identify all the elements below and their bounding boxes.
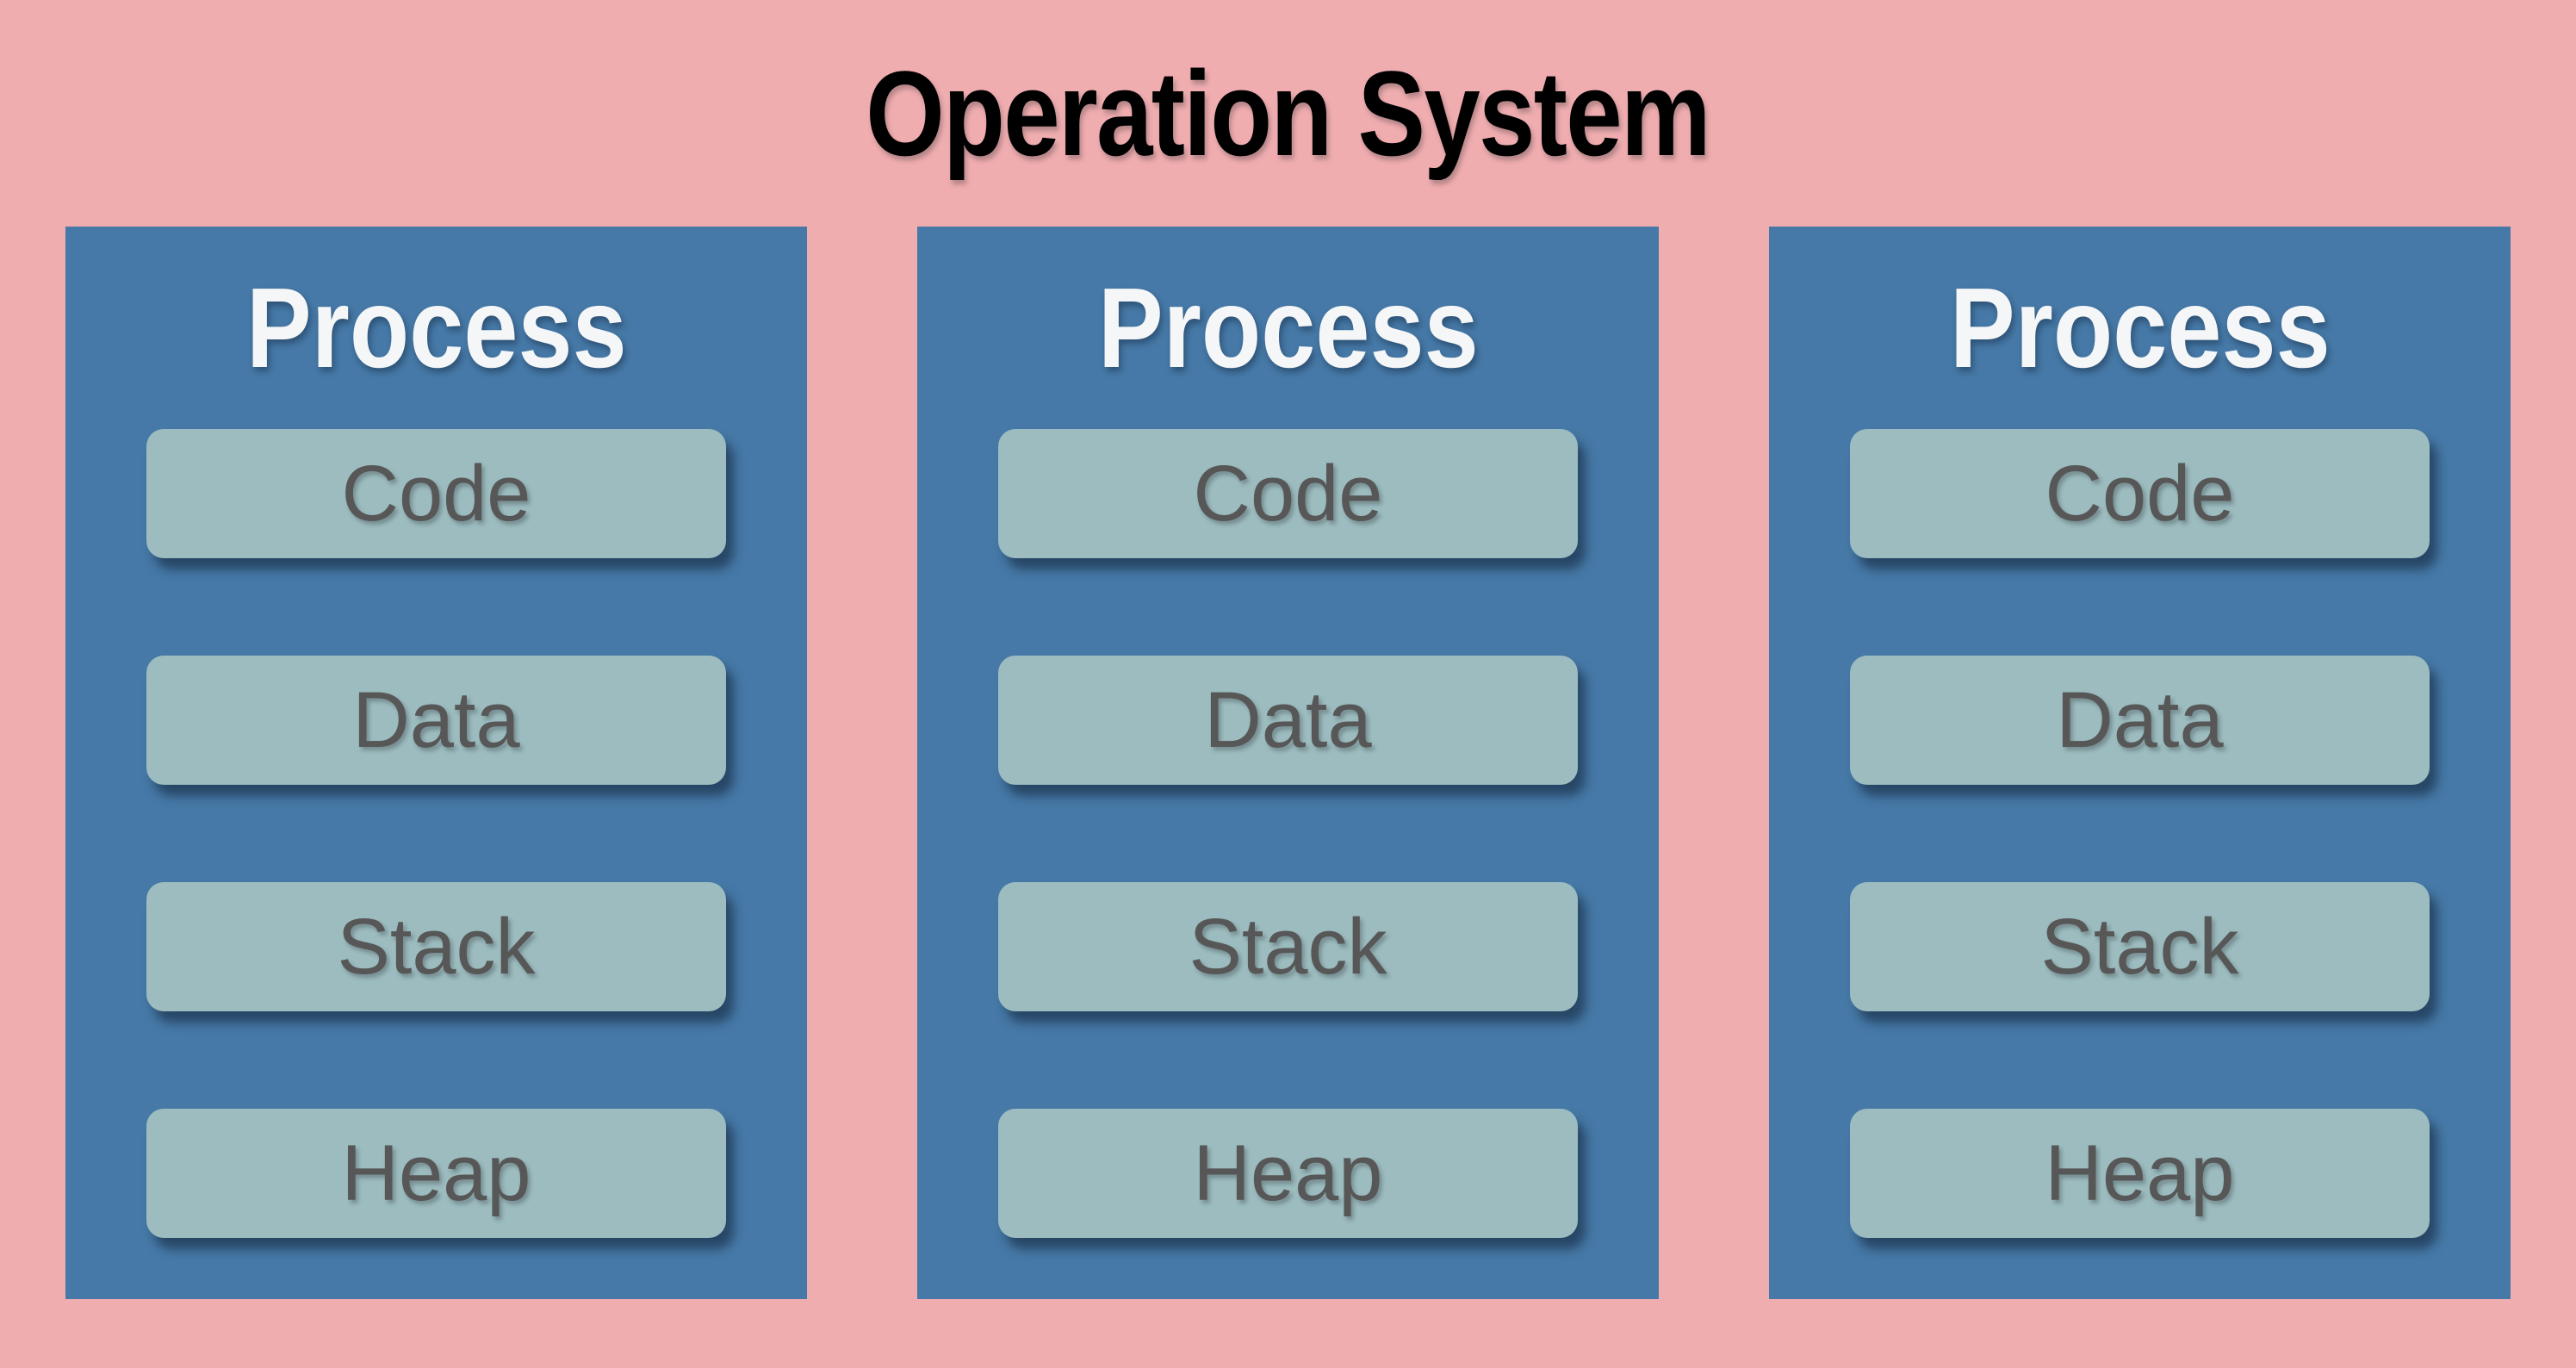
process-row: Process Code Data Stack Heap Process Cod… (0, 227, 2576, 1299)
segment-list: Code Data Stack Heap (65, 429, 807, 1238)
segment-code: Code (998, 429, 1578, 558)
segment-heap: Heap (998, 1109, 1578, 1238)
process-title: Process (1769, 227, 2511, 429)
segment-heap: Heap (146, 1109, 726, 1238)
segment-stack: Stack (998, 882, 1578, 1011)
process-box-2: Process Code Data Stack Heap (917, 227, 1659, 1299)
segment-list: Code Data Stack Heap (1769, 429, 2511, 1238)
segment-stack: Stack (146, 882, 726, 1011)
process-title-text: Process (1097, 264, 1479, 391)
process-title: Process (917, 227, 1659, 429)
diagram-title-text: Operation System (866, 45, 1711, 181)
segment-data: Data (146, 656, 726, 785)
diagram-title: Operation System (0, 0, 2576, 227)
process-box-3: Process Code Data Stack Heap (1769, 227, 2511, 1299)
process-title-text: Process (245, 264, 627, 391)
segment-stack: Stack (1850, 882, 2430, 1011)
segment-code: Code (1850, 429, 2430, 558)
segment-data: Data (998, 656, 1578, 785)
segment-list: Code Data Stack Heap (917, 429, 1659, 1238)
segment-heap: Heap (1850, 1109, 2430, 1238)
segment-data: Data (1850, 656, 2430, 785)
segment-code: Code (146, 429, 726, 558)
process-title: Process (65, 227, 807, 429)
process-box-1: Process Code Data Stack Heap (65, 227, 807, 1299)
process-title-text: Process (1949, 264, 2331, 391)
